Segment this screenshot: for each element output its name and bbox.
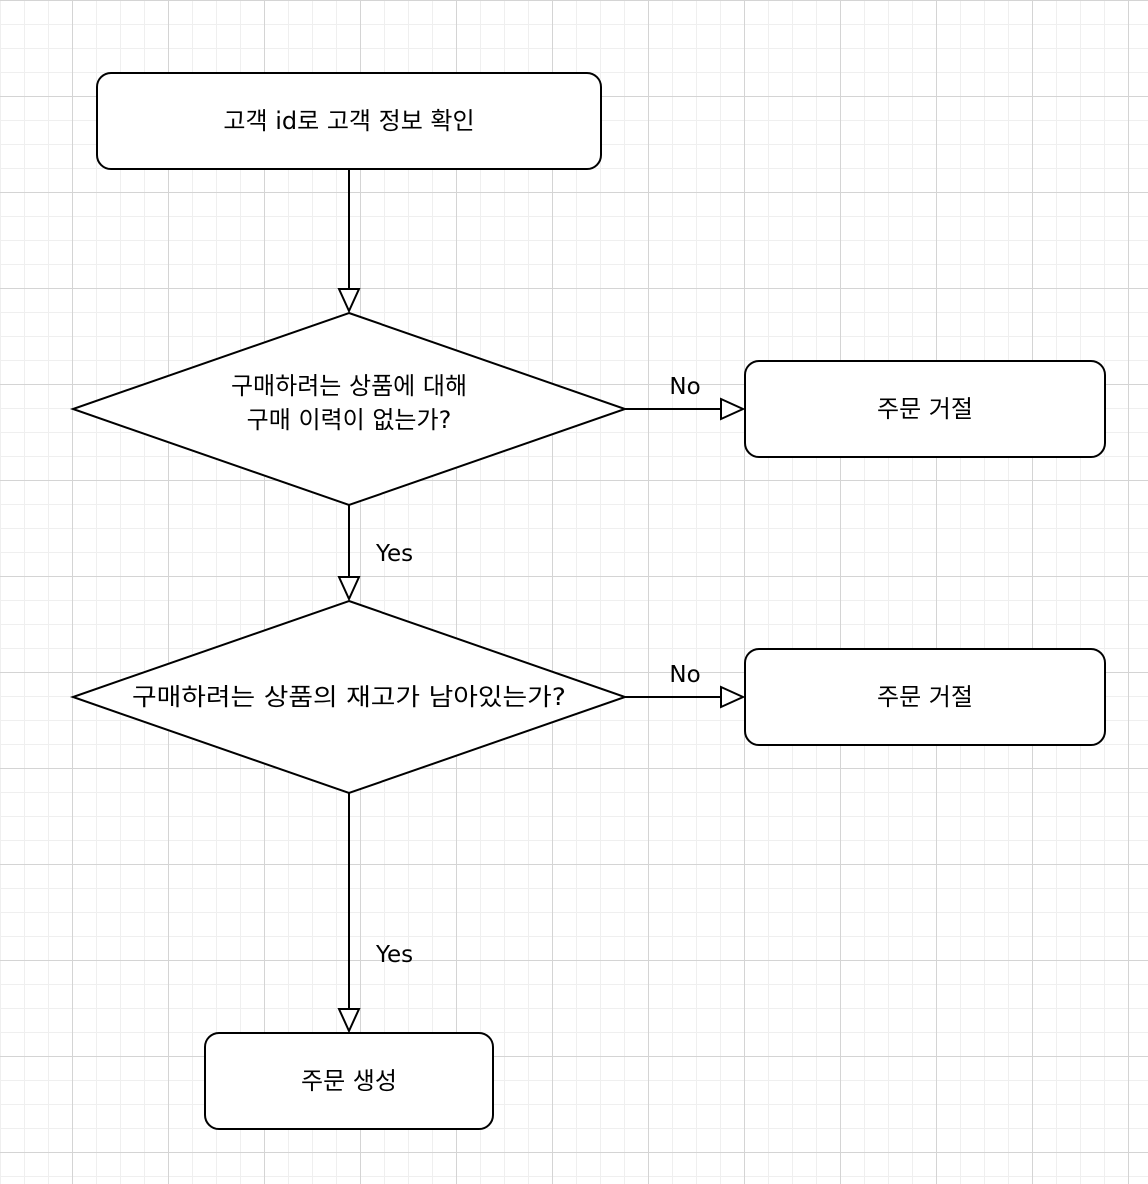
process-check-customer[interactable]: 고객 id로 고객 정보 확인 [96,72,602,170]
terminal-create-order[interactable]: 주문 생성 [204,1032,494,1130]
arrowhead-down [337,288,361,314]
node-label-line-2: 구매 이력이 없는가? [247,406,452,434]
edge-check-to-history [337,169,361,314]
arrowhead-right [720,397,746,421]
arrowhead-down [337,1008,361,1034]
edge-stock-no: No [625,662,746,709]
node-label: 고객 id로 고객 정보 확인 [223,107,474,135]
node-label-line-1: 구매하려는 상품에 대해 [231,372,467,400]
node-label: 주문 생성 [301,1067,397,1095]
terminal-reject-order-1[interactable]: 주문 거절 [744,360,1106,458]
arrowhead-right [720,685,746,709]
edge-label-no: No [669,662,700,688]
edge-label-no: No [669,374,700,400]
decision-stock-available[interactable]: 구매하려는 상품의 재고가 남아있는가? [69,599,629,795]
node-label: 주문 거절 [877,395,973,423]
edge-label-yes: Yes [375,942,413,968]
terminal-reject-order-2[interactable]: 주문 거절 [744,648,1106,746]
edge-label-yes: Yes [375,541,413,567]
edge-history-no: No [625,374,746,421]
edge-history-yes: Yes [337,505,413,602]
decision-purchase-history[interactable]: 구매하려는 상품에 대해 구매 이력이 없는가? [69,311,629,507]
edge-stock-yes: Yes [337,793,413,1034]
node-label: 주문 거절 [877,683,973,711]
arrowhead-down [337,576,361,602]
node-label: 구매하려는 상품의 재고가 남아있는가? [132,683,566,711]
